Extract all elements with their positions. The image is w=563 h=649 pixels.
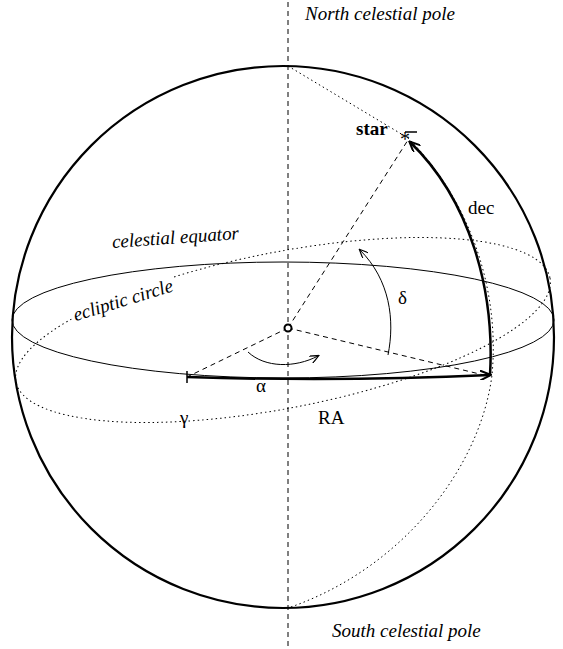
star-symbol: * — [400, 128, 410, 150]
circle-label: celestial equator — [111, 223, 239, 253]
arc-label: RA — [318, 408, 344, 429]
sphere-outline — [12, 66, 554, 608]
circle-label: ecliptic circle — [69, 275, 178, 326]
ecliptic-ellipse — [1, 202, 563, 459]
angle-label: δ — [398, 288, 407, 309]
dec-arc — [410, 142, 491, 375]
star-meridian — [288, 66, 493, 608]
arc-label: dec — [468, 198, 494, 219]
delta-arc — [360, 250, 391, 355]
pole-label: North celestial pole — [305, 4, 455, 25]
center-dot — [285, 325, 292, 332]
pole-label: South celestial pole — [332, 621, 481, 642]
ra-radius — [288, 328, 488, 376]
point-label: γ — [180, 408, 188, 429]
equator-ellipse — [12, 262, 554, 378]
star-label: star — [356, 119, 388, 140]
star-radius — [288, 140, 408, 328]
angle-label: α — [256, 376, 266, 397]
gamma-radius — [187, 328, 288, 377]
alpha-arc — [248, 352, 318, 365]
ra-arc — [187, 375, 490, 379]
